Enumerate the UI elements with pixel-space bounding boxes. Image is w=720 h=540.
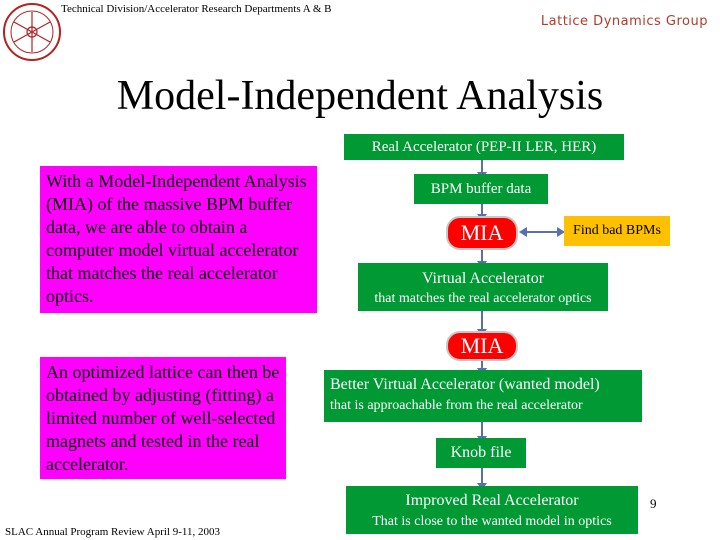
flow-arrow-2: [477, 204, 487, 221]
mia-step-2: MIA: [446, 331, 518, 361]
flow-arrow-6: [477, 422, 487, 443]
bpm-buffer-box: BPM buffer data: [414, 174, 548, 204]
flow-arrow-5: [477, 361, 487, 375]
page-title: Model-Independent Analysis: [116, 73, 604, 119]
better-virtual-title: Better Virtual Accelerator (wanted model…: [330, 376, 600, 393]
flow-arrow-1: [477, 160, 487, 179]
page-number: 9: [650, 496, 657, 511]
better-virtual-subtitle: that is approachable from the real accel…: [330, 398, 583, 413]
department-header: Technical Division/Accelerator Research …: [61, 3, 332, 15]
virtual-accelerator-title: Virtual Accelerator: [421, 270, 545, 287]
mia-description-block: With a Model-Independent Analysis (MIA) …: [40, 166, 317, 313]
improved-accelerator-title: Improved Real Accelerator: [405, 492, 579, 509]
footer-text: SLAC Annual Program Review April 9-11, 2…: [5, 526, 220, 538]
mia-step-1: MIA: [446, 216, 518, 250]
improved-accelerator-box: Improved Real Accelerator That is close …: [346, 486, 638, 534]
virtual-accelerator-box: Virtual Accelerator that matches the rea…: [358, 263, 608, 311]
flow-arrow-3: [477, 250, 487, 268]
double-arrow-icon: [519, 227, 565, 237]
slac-seal-logo: [3, 3, 61, 61]
optimization-description-block: An optimized lattice can then be obtaine…: [40, 357, 286, 479]
better-virtual-accelerator-box: Better Virtual Accelerator (wanted model…: [324, 370, 642, 422]
virtual-accelerator-subtitle: that matches the real accelerator optics: [374, 291, 592, 306]
improved-accelerator-subtitle: That is close to the wanted model in opt…: [372, 514, 612, 529]
flow-arrow-4: [477, 311, 487, 336]
knob-file-box: Knob file: [436, 438, 526, 468]
group-name: Lattice Dynamics Group: [540, 14, 708, 29]
flow-arrow-7: [477, 468, 487, 490]
find-bad-bpms-box: Find bad BPMs: [564, 216, 670, 246]
real-accelerator-box: Real Accelerator (PEP-II LER, HER): [344, 134, 624, 160]
